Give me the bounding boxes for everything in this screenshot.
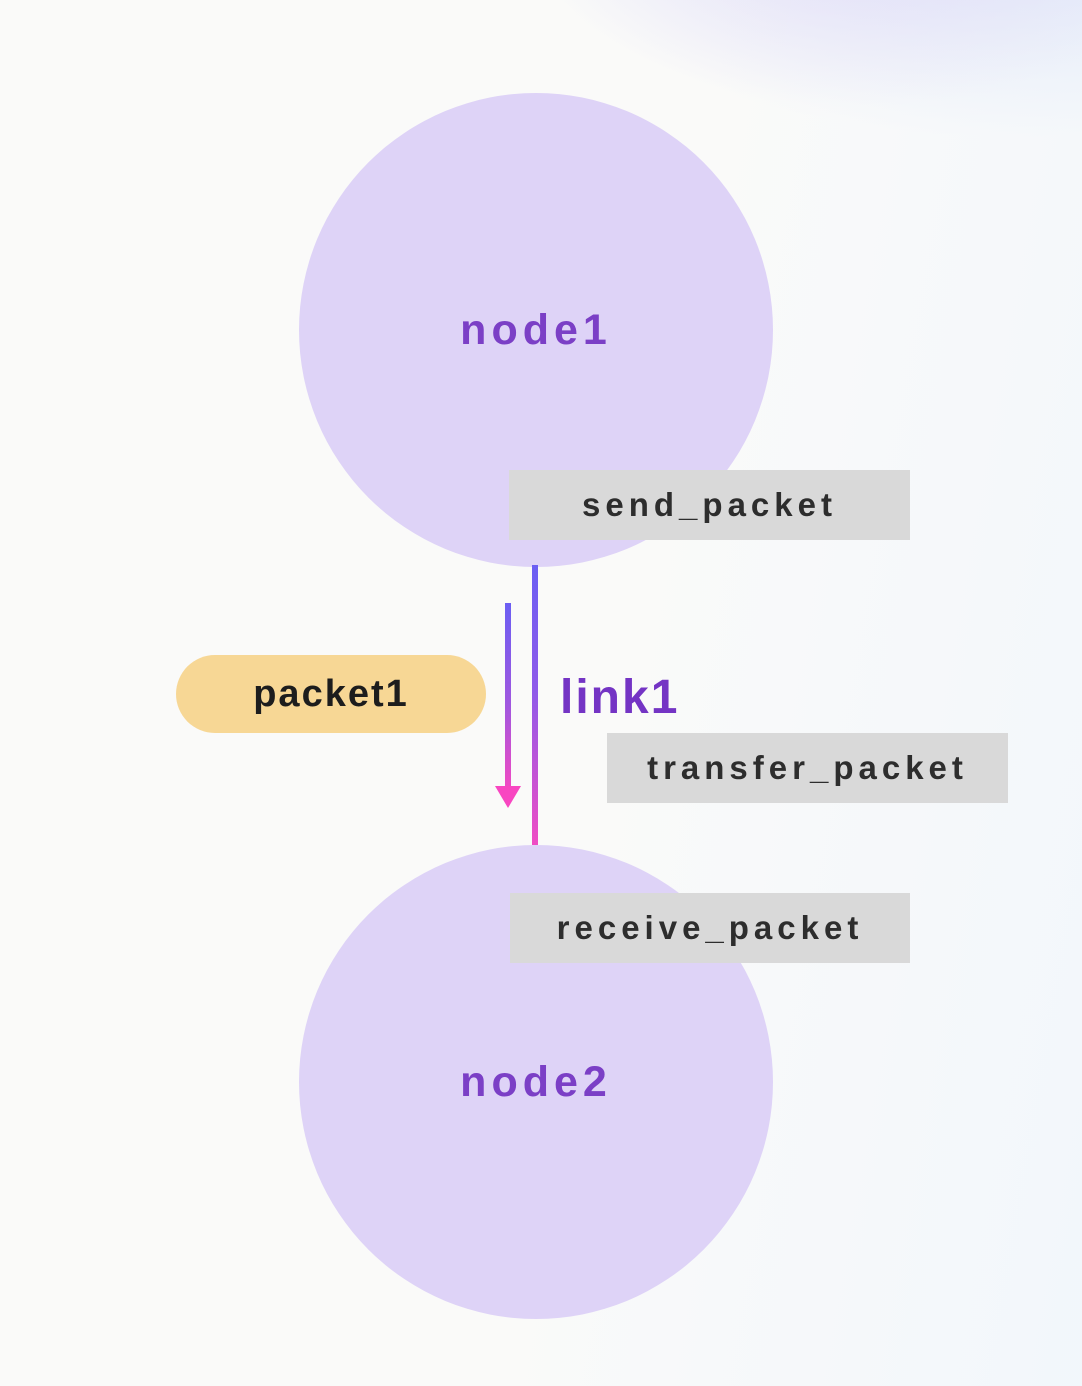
link-line (532, 565, 538, 845)
node1-label: node1 (460, 305, 612, 354)
send-packet-badge: send_packet (509, 470, 910, 540)
receive-packet-badge: receive_packet (510, 893, 910, 963)
send-packet-label: send_packet (582, 486, 837, 523)
packet1-label: packet1 (253, 672, 409, 715)
transfer-packet-badge: transfer_packet (607, 733, 1008, 803)
transfer-packet-label: transfer_packet (647, 749, 968, 786)
packet-arrow-shaft (505, 603, 511, 788)
link1-label: link1 (560, 671, 680, 724)
packet-arrowhead-icon (495, 786, 521, 808)
packet1-pill: packet1 (176, 655, 486, 733)
receive-packet-label: receive_packet (556, 909, 864, 946)
node2-label: node2 (460, 1057, 612, 1106)
